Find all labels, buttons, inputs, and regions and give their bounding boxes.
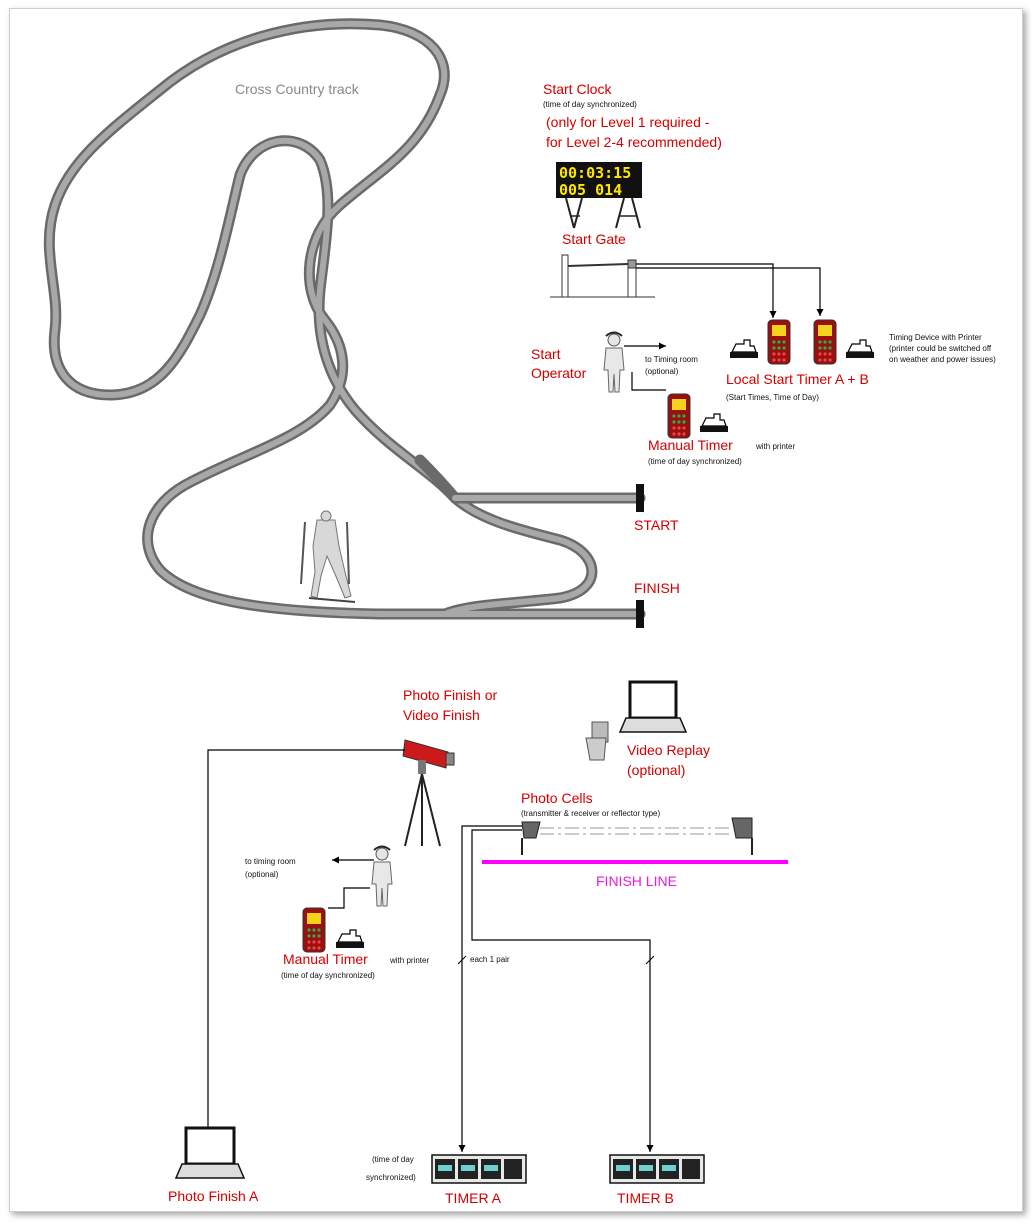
start-operator-link-2: (optional) (645, 367, 679, 376)
manual-timer-top-printer-note: with printer (755, 442, 795, 451)
printer-a-icon (729, 339, 759, 359)
timer-a-note-2: synchronized) (366, 1173, 416, 1182)
start-gate-label: Start Gate (562, 231, 626, 247)
printer-b-icon (845, 339, 875, 359)
photo-cell-transmitter-icon (521, 821, 541, 855)
manual-timer-bottom-icon (302, 907, 326, 953)
device-note-2: (printer could be switched off (889, 344, 992, 353)
finish-marker (636, 600, 644, 628)
handheld-timer-b-icon (813, 319, 837, 365)
timer-a-rack-icon (431, 1154, 527, 1184)
start-clock-requirement-2: for Level 2-4 recommended) (546, 134, 722, 150)
finish-label: FINISH (634, 580, 680, 596)
start-operator-label-1: Start (531, 346, 561, 362)
manual-timer-top-label: Manual Timer (648, 437, 733, 453)
manual-timer-bottom-note: (time of day synchronized) (281, 971, 375, 980)
photo-cells-label: Photo Cells (521, 790, 593, 806)
photo-finish-a-laptop-icon (174, 1126, 246, 1179)
manual-timer-bottom-printer-note: with printer (389, 956, 429, 965)
video-replay-laptop-icon (618, 680, 688, 733)
finish-line-label: FINISH LINE (596, 873, 677, 889)
clock-bibs: 005 014 (559, 181, 622, 199)
finish-operator-link-1: to timing room (245, 857, 296, 866)
handheld-timer-a-icon (767, 319, 791, 365)
start-clock-requirement-1: (only for Level 1 required - (546, 114, 710, 130)
manual-timer-bottom-printer-icon (335, 929, 365, 949)
photo-cells-note: (transmitter & receiver or reflector typ… (521, 809, 660, 818)
local-start-timer-label: Local Start Timer A + B (726, 371, 869, 387)
start-gate-icon (550, 254, 655, 298)
timer-a-label: TIMER A (445, 1190, 502, 1206)
device-note-1: Timing Device with Printer (889, 333, 982, 342)
manual-timer-top-icon (667, 393, 691, 439)
finish-operator-icon (371, 845, 393, 907)
start-marker (636, 484, 644, 512)
cable-note: each 1 pair (470, 955, 510, 964)
start-clock-title: Start Clock (543, 81, 612, 97)
start-label: START (634, 517, 679, 533)
photo-finish-camera-label-1: Photo Finish or (403, 687, 497, 703)
manual-timer-top-note: (time of day synchronized) (648, 457, 742, 466)
start-operator-label-2: Operator (531, 365, 587, 381)
start-operator-link-1: to Timing room (645, 355, 698, 364)
video-camera-icon (585, 721, 609, 761)
cross-country-track (43, 18, 646, 620)
manual-timer-bottom-label: Manual Timer (283, 951, 368, 967)
timer-b-label: TIMER B (617, 1190, 674, 1206)
finish-operator-link-2: (optional) (245, 870, 279, 879)
manual-timer-top-printer-icon (699, 413, 729, 433)
local-start-timer-note: (Start Times, Time of Day) (726, 393, 819, 402)
start-clock-note: (time of day synchronized) (543, 100, 637, 109)
timer-a-note-1: (time of day (372, 1155, 414, 1164)
photo-cell-receiver-icon (731, 817, 753, 855)
video-replay-label-2: (optional) (627, 762, 685, 778)
start-operator-icon (603, 331, 625, 393)
skier-icon (300, 510, 356, 603)
video-replay-label-1: Video Replay (627, 742, 710, 758)
start-clock-display: 00:03:15 005 014 (556, 162, 642, 229)
photo-finish-camera-label-2: Video Finish (403, 707, 480, 723)
device-note-3: on weather and power issues) (889, 355, 996, 364)
timer-b-rack-icon (609, 1154, 705, 1184)
photo-finish-a-label: Photo Finish A (168, 1188, 259, 1204)
track-label: Cross Country track (235, 81, 360, 97)
photo-finish-camera-icon (402, 739, 455, 847)
clock-time: 00:03:15 (559, 164, 631, 182)
